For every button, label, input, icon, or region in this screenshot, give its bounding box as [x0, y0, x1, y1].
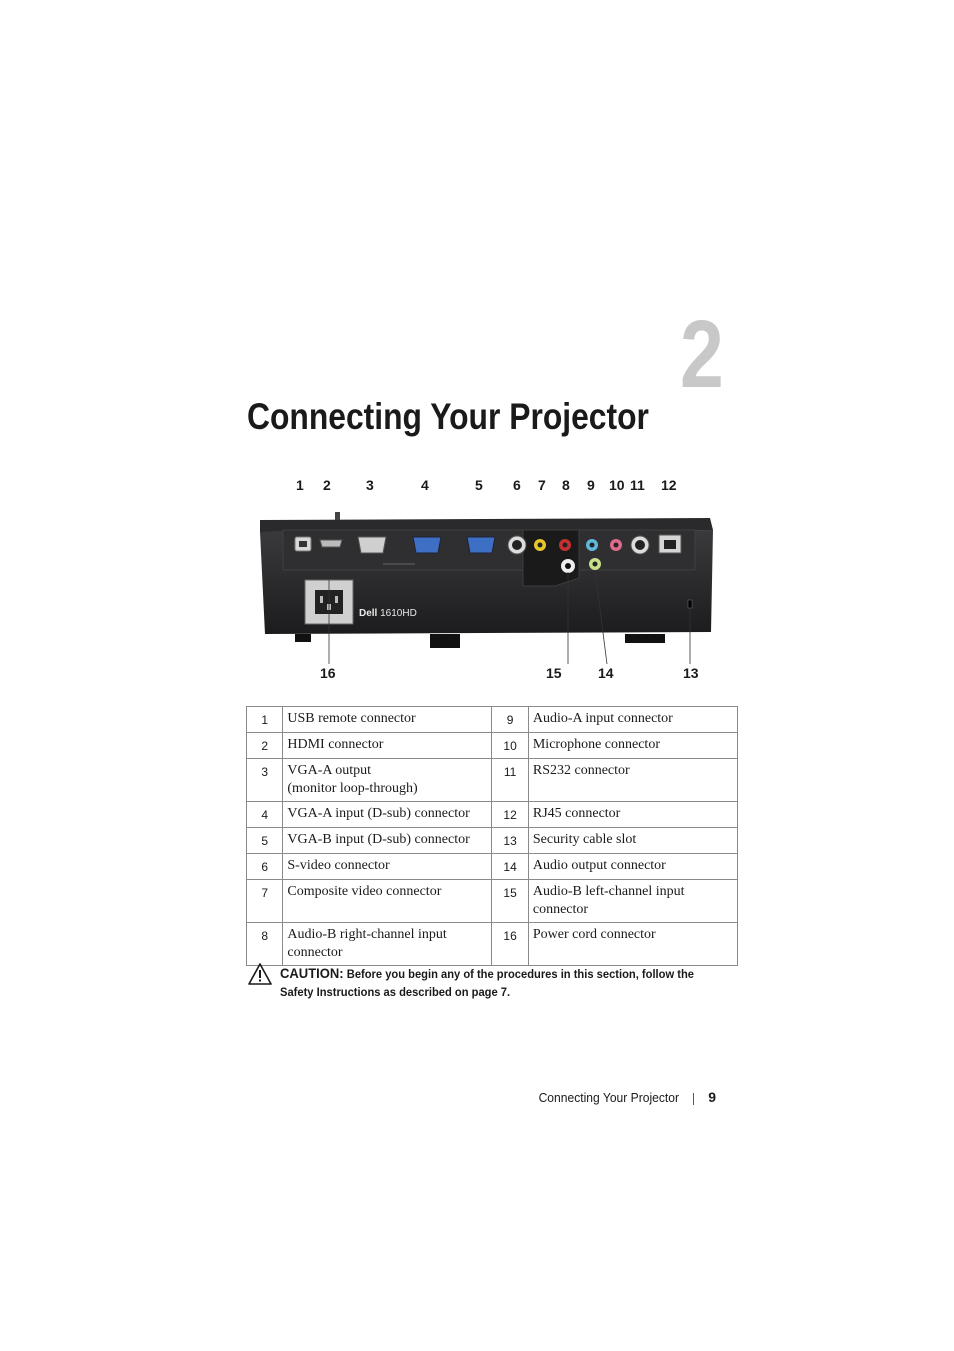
item-description: S-video connector [282, 853, 493, 880]
table-row: 5 VGA-B input (D-sub) connector 13 Secur… [245, 827, 739, 854]
item-number: 2 [245, 732, 284, 759]
item-number: 12 [491, 801, 529, 828]
item-description: VGA-A input (D-sub) connector [282, 801, 493, 828]
item-number: 3 [245, 758, 284, 802]
connector-legend-table: 1 USB remote connector 9 Audio-A input c… [245, 706, 739, 966]
callout-1: 1 [296, 477, 304, 493]
table-row: 6 S-video connector 14 Audio output conn… [245, 853, 739, 880]
item-number: 13 [491, 827, 529, 854]
item-number: 14 [491, 853, 529, 880]
item-number: 10 [491, 732, 529, 759]
item-number: 8 [245, 922, 284, 966]
item-description: Power cord connector [527, 922, 739, 966]
item-description: Microphone connector [527, 732, 739, 759]
item-description: HDMI connector [282, 732, 493, 759]
item-description: USB remote connector [282, 706, 493, 733]
item-number: 1 [245, 706, 284, 733]
item-description: VGA-B input (D-sub) connector [282, 827, 493, 854]
item-description: Audio output connector [527, 853, 739, 880]
vga-a-input-port [412, 536, 442, 554]
warning-triangle-icon [248, 963, 272, 985]
callout-16: 16 [320, 665, 336, 681]
page-footer: Connecting Your Projector 9 [0, 1089, 716, 1110]
table-row: 4 VGA-A input (D-sub) connector 12 RJ45 … [245, 801, 739, 828]
callout-14: 14 [598, 665, 614, 681]
item-number: 9 [491, 706, 529, 733]
page-title: Connecting Your Projector [247, 396, 649, 437]
projector-rear-panel-figure: 1 2 3 4 5 6 7 8 9 10 11 12 [255, 474, 715, 684]
footer-title: Connecting Your Projector [538, 1090, 679, 1105]
callout-6: 6 [513, 477, 521, 493]
table-row: 7 Composite video connector 15 Audio-B l… [245, 879, 739, 923]
item-number: 7 [245, 879, 284, 923]
chapter-number: 2 [680, 301, 724, 408]
item-description: Composite video connector [282, 879, 493, 923]
item-number: 4 [245, 801, 284, 828]
model-label: Dell 1610HD [359, 608, 417, 619]
caution-line-2: Safety Instructions as described on page… [280, 985, 511, 999]
item-description: RS232 connector [527, 758, 739, 802]
item-number: 15 [491, 879, 529, 923]
item-description: VGA-A output(monitor loop-through) [282, 758, 493, 802]
item-number: 5 [245, 827, 284, 854]
callout-15: 15 [546, 665, 562, 681]
callout-9: 9 [587, 477, 595, 493]
caution-line-1: Before you begin any of the procedures i… [346, 967, 695, 981]
callout-5: 5 [475, 477, 483, 493]
caution-text: CAUTION: Before you begin any of the pro… [280, 964, 717, 1001]
callout-2: 2 [323, 477, 331, 493]
callout-10: 10 [609, 477, 625, 493]
item-number: 16 [491, 922, 529, 966]
caution-label: CAUTION: [280, 965, 344, 981]
table-row: 2 HDMI connector 10 Microphone connector [245, 732, 739, 759]
page-number: 9 [708, 1089, 716, 1105]
item-number: 6 [245, 853, 284, 880]
table-row: 3 VGA-A output(monitor loop-through) 11 … [245, 758, 739, 802]
item-number: 11 [491, 758, 529, 802]
projector-rear-illustration [260, 512, 713, 665]
callout-3: 3 [366, 477, 374, 493]
callout-12: 12 [661, 477, 677, 493]
vga-a-output-port [357, 536, 387, 554]
item-description: Security cable slot [527, 827, 739, 854]
callout-4: 4 [421, 477, 429, 493]
callout-8: 8 [562, 477, 570, 493]
callout-11: 11 [630, 477, 645, 493]
footer-divider [693, 1093, 694, 1105]
table-row: 1 USB remote connector 9 Audio-A input c… [245, 706, 739, 733]
item-description: Audio-A input connector [527, 706, 739, 733]
item-description: RJ45 connector [527, 801, 739, 828]
callout-13: 13 [683, 665, 699, 681]
vga-b-input-port [466, 536, 496, 554]
callout-7: 7 [538, 477, 546, 493]
